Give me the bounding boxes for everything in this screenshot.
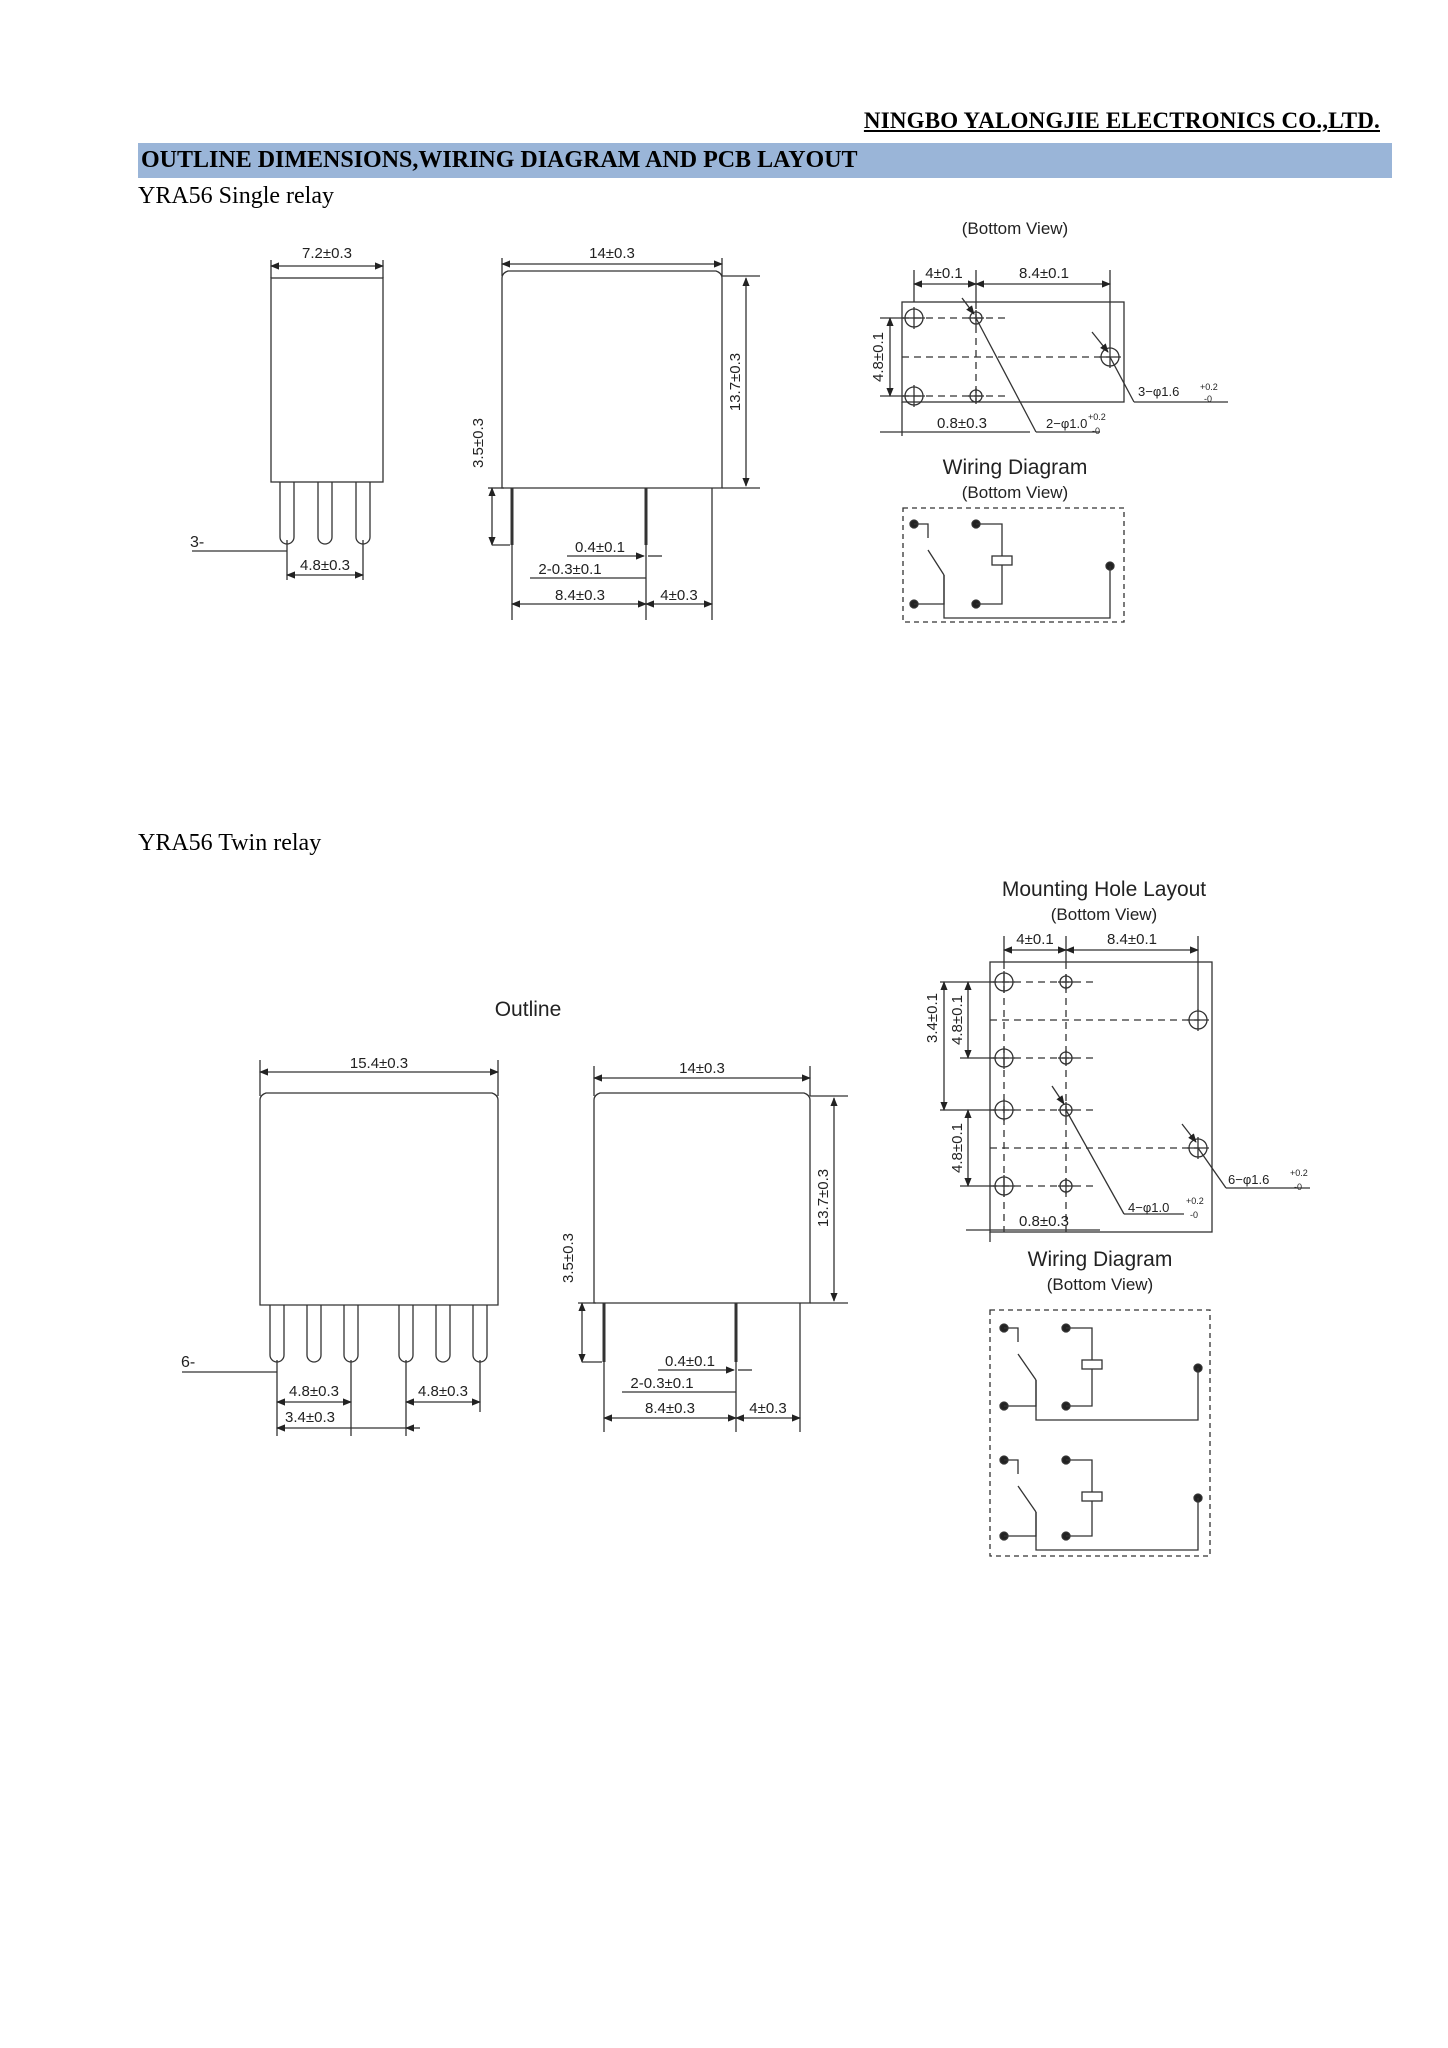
twin-pcb-dim-v3: 4.8±0.1 [949,1123,966,1173]
twin-pcb-dim-c: 0.8±0.3 [1019,1213,1069,1230]
twin-wiring-view: (Bottom View) [1047,1275,1153,1294]
single-pcb-hole-small: 2−φ1.0 [1046,416,1087,431]
twin-front-pitch-right: 4.8±0.3 [418,1383,468,1400]
single-pcb-dim-a: 4±0.1 [925,265,962,282]
single-wiring-title: Wiring Diagram [943,456,1088,479]
twin-side-pin-thickness: 2-0.3±0.1 [630,1375,693,1392]
single-pcb-large-tol-minus: -0 [1204,394,1212,404]
single-pcb-small-tol-plus: +0.2 [1088,412,1106,422]
single-pcb-view: (Bottom View) [962,219,1068,238]
twin-pcb-hole-large: 6−φ1.6 [1228,1172,1269,1187]
single-side-pin-length: 3.5±0.3 [470,418,487,468]
single-pcb-dim-b: 8.4±0.1 [1019,265,1069,282]
single-side-spacing-a: 8.4±0.3 [555,587,605,604]
twin-side-height: 13.7±0.3 [815,1169,832,1227]
twin-front-view [182,1060,499,1436]
single-side-width: 14±0.3 [589,245,635,262]
single-wiring-view: (Bottom View) [962,483,1068,502]
single-side-pin-thickness: 2-0.3±0.1 [538,561,601,578]
twin-pcb-dim-b: 8.4±0.1 [1107,931,1157,948]
twin-pcb-dim-v2: 4.8±0.1 [949,995,966,1045]
single-side-view [488,258,760,620]
single-side-spacing-b: 4±0.3 [660,587,697,604]
banner-title: OUTLINE DIMENSIONS,WIRING DIAGRAM AND PC… [141,147,858,173]
single-pcb-layout [880,270,1228,436]
twin-pcb-hole-small: 4−φ1.0 [1128,1200,1169,1215]
single-pcb-hole-large: 3−φ1.6 [1138,384,1179,399]
section-banner: OUTLINE DIMENSIONS,WIRING DIAGRAM AND PC… [138,143,1392,178]
twin-side-spacing-a: 8.4±0.3 [645,1400,695,1417]
twin-pcb-title: Mounting Hole Layout [1002,878,1206,901]
single-relay-label: YRA56 Single relay [138,183,334,209]
twin-pcb-small-tol-minus: -0 [1190,1210,1198,1220]
single-pcb-large-tol-plus: +0.2 [1200,382,1218,392]
twin-pcb-large-tol-minus: -0 [1294,1182,1302,1192]
single-side-height: 13.7±0.3 [727,353,744,411]
twin-pcb-dim-a: 4±0.1 [1016,931,1053,948]
twin-relay-label: YRA56 Twin relay [138,830,322,856]
twin-outline-title: Outline [495,998,562,1021]
twin-side-spacing-b: 4±0.3 [749,1400,786,1417]
twin-front-width: 15.4±0.3 [350,1055,408,1072]
single-pcb-dim-v: 4.8±0.1 [870,332,887,382]
single-front-view [192,260,384,580]
single-front-pitch: 4.8±0.3 [300,557,350,574]
single-pcb-dim-c: 0.8±0.3 [937,415,987,432]
twin-pcb-view: (Bottom View) [1051,905,1157,924]
twin-side-pin-width: 0.4±0.1 [665,1353,715,1370]
single-side-pin-width: 0.4±0.1 [575,539,625,556]
twin-wiring-title: Wiring Diagram [1028,1248,1173,1271]
twin-pcb-large-tol-plus: +0.2 [1290,1168,1308,1178]
twin-side-view [578,1066,848,1432]
twin-pcb-layout [940,936,1310,1242]
twin-side-pin-length: 3.5±0.3 [560,1233,577,1283]
twin-front-pin-label: 6- [181,1354,195,1371]
twin-pcb-small-tol-plus: +0.2 [1186,1196,1204,1206]
single-front-width: 7.2±0.3 [302,245,352,262]
twin-wiring-diagram [989,1309,1211,1557]
single-front-pin-label: 3- [190,534,204,551]
twin-pcb-dim-v1: 3.4±0.1 [924,993,941,1043]
twin-front-gap: 3.4±0.3 [285,1409,335,1426]
twin-front-pitch-left: 4.8±0.3 [289,1383,339,1400]
company-name: NINGBO YALONGJIE ELECTRONICS CO.,LTD. [863,108,1380,133]
single-wiring-diagram [902,507,1125,623]
twin-side-width: 14±0.3 [679,1060,725,1077]
single-pcb-small-tol-minus: -0 [1092,426,1100,436]
